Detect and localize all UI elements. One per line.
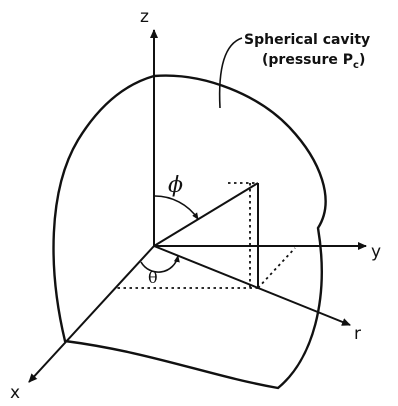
cavity-outline bbox=[52, 74, 327, 390]
dotted-to-y bbox=[257, 247, 296, 289]
annotation-subscript: c bbox=[353, 60, 359, 71]
z-axis-label: z bbox=[140, 7, 149, 27]
y-axis-label: y bbox=[371, 242, 381, 262]
phi-label: ϕ bbox=[168, 173, 183, 198]
r-vector bbox=[153, 245, 351, 326]
theta-label: θ bbox=[148, 268, 158, 287]
theta-arc bbox=[140, 255, 180, 273]
phi-arc bbox=[153, 195, 199, 220]
annotation-line-1: Spherical cavity bbox=[244, 32, 370, 48]
x-axis bbox=[28, 245, 155, 383]
annotation-line-2: (pressure Pc) bbox=[262, 52, 365, 71]
annotation-close: ) bbox=[359, 52, 365, 68]
r-axis-label: r bbox=[354, 324, 361, 344]
annotation-pressure: (pressure P bbox=[262, 52, 353, 68]
x-axis-label: x bbox=[10, 383, 20, 403]
radius-line bbox=[153, 182, 259, 247]
annotation-leader bbox=[218, 37, 243, 109]
